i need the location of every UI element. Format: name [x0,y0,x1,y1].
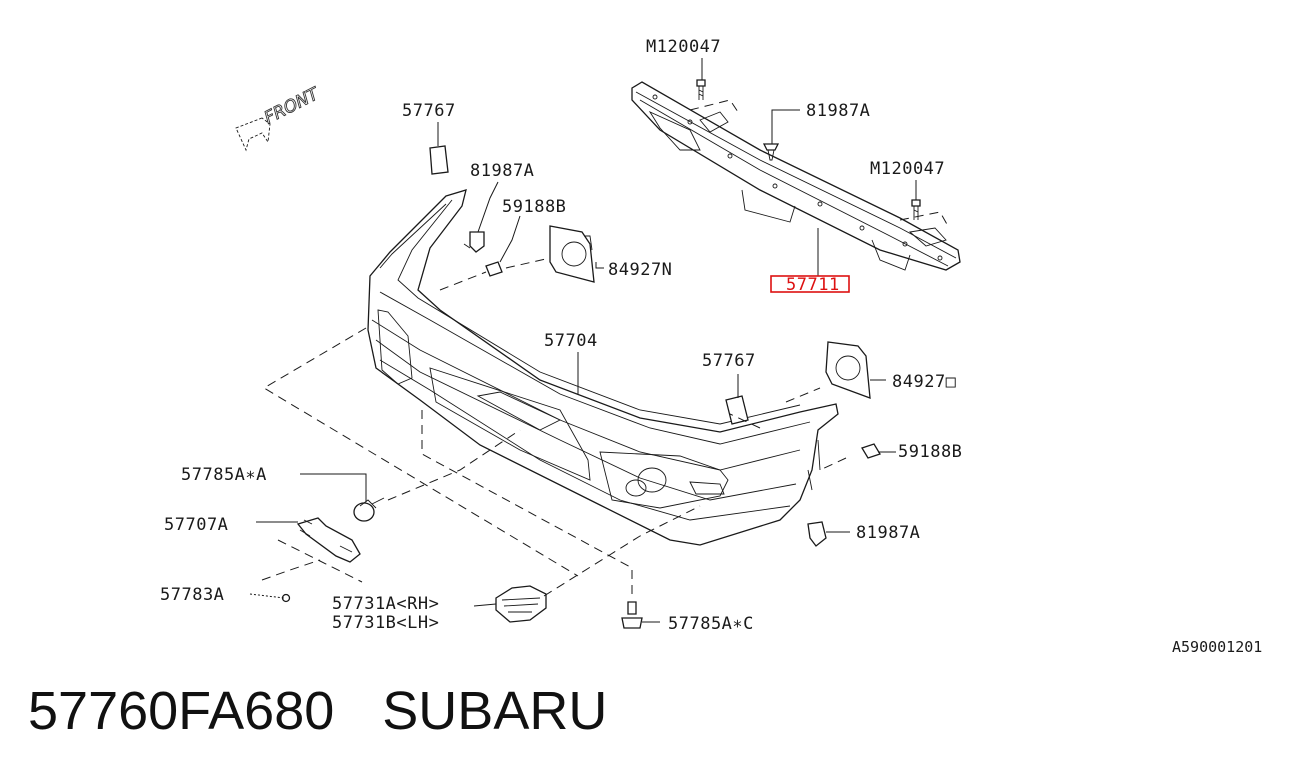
callout-84927n: 84927N [608,260,672,280]
callout-57785a-a: 57785A∗A [181,465,267,485]
front-bumper-cover [367,189,839,546]
bolt-57785a-c [621,601,643,629]
callout-57731a: 57731A<RH> [332,594,439,614]
bolt-57785a-a [353,497,385,522]
callout-57707a: 57707A [164,515,228,535]
clip-59188b-left [485,261,503,277]
fog-cover-57731 [495,585,547,623]
callout-57767-left: 57767 [402,101,456,121]
callout-57704: 57704 [544,331,598,351]
clip-59188b-right [861,443,881,459]
callout-57785a-c: 57785A∗C [668,614,754,634]
stay-57707a [296,517,361,563]
callout-m120047-top: M120047 [646,37,721,57]
callout-81987a-right: 81987A [856,523,920,543]
bumper-reinforcement-beam [631,81,961,271]
callout-81987a-top: 81987A [806,101,870,121]
assembly-dash-lines [261,257,847,600]
bolt-m120047-right [911,199,921,220]
bolt-m120047-top [696,79,706,100]
callout-57731b: 57731B<LH> [332,613,439,633]
callout-57711-selected[interactable]: 57711 [770,275,850,295]
callout-57711-label[interactable]: 57711 [786,275,840,295]
callout-59188b-left: 59188B [502,197,566,217]
part-number: 57760FA680 [28,681,335,741]
callout-59188b-right: 59188B [898,442,962,462]
callout-81987a-left: 81987A [470,161,534,181]
brand-name: SUBARU [382,681,608,741]
bracket-84927n [549,225,595,283]
parts-diagram: FRONT [160,37,1262,656]
clip-81987a-top [762,143,780,161]
callout-57783a: 57783A [160,585,224,605]
clip-81987a-right [807,521,827,547]
part-caption: 57760FA680 SUBARU [28,680,655,742]
clip-81987a-left [463,231,485,253]
bracket-57767-right [725,395,749,425]
bracket-57767-left [429,145,449,175]
bracket-84927o [825,341,871,399]
callout-57767-right: 57767 [702,351,756,371]
front-label: FRONT [261,84,323,129]
diagram-reference-code: A590001201 [1172,638,1262,656]
callout-m120047-right: M120047 [870,159,945,179]
front-direction-arrow: FRONT [235,83,324,152]
callout-84927o: 84927□ [892,372,957,392]
